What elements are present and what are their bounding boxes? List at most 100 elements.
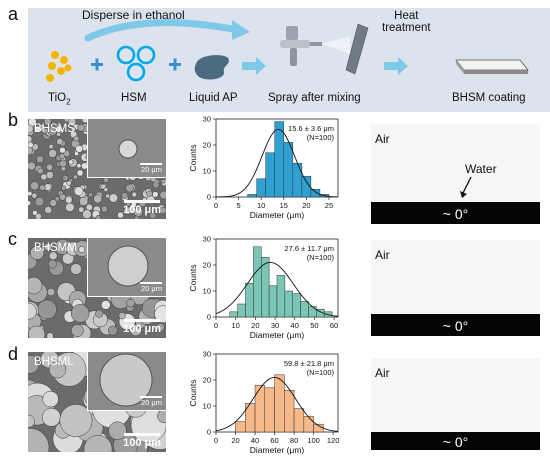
histogram-bar (284, 290, 293, 318)
histogram-bar (245, 403, 256, 433)
sem-particle (100, 183, 106, 190)
sem-particle (37, 167, 44, 175)
histogram-bar (245, 282, 254, 318)
y-axis-label: Counts (188, 145, 198, 172)
inset-scale-label: 20 μm (141, 284, 162, 293)
main-scale-bar (124, 200, 160, 203)
sem-particle (49, 199, 57, 207)
disperse-curved-arrow (84, 19, 242, 42)
sem-particle (108, 421, 127, 440)
histogram-bar (274, 121, 285, 198)
sem-inset: 20 μm (87, 119, 166, 178)
x-tick-label: 40 (291, 321, 299, 330)
sem-particle (37, 299, 57, 320)
sem-particle (95, 309, 104, 318)
sem-particle (105, 193, 110, 199)
sem-particle (56, 138, 64, 145)
water-label: Water (465, 162, 497, 176)
y-tick-label: 0 (207, 193, 211, 202)
sem-particle (70, 263, 82, 275)
sem-particle (95, 214, 102, 219)
sem-particle (59, 153, 65, 160)
contact-angle-label: ~ 0° (442, 434, 469, 450)
main-scale-label: 100 μm (123, 437, 161, 449)
sem-particle (28, 414, 35, 428)
air-label: Air (375, 248, 390, 262)
sem-particle (40, 173, 48, 181)
sem-particle (47, 259, 57, 269)
inset-scale-label: 20 μm (141, 398, 162, 407)
histogram-bar (235, 421, 246, 433)
y-tick-label: 10 (203, 287, 211, 296)
histogram-bar (264, 387, 275, 433)
contact-angle-label: ~ 0° (442, 318, 469, 334)
x-tick-label: 40 (251, 436, 259, 445)
histogram-bar (310, 188, 321, 198)
x-tick-label: 20 (251, 321, 259, 330)
histogram-bar (293, 408, 305, 433)
sem-particle (103, 177, 109, 183)
y-axis-label: Counts (188, 265, 198, 292)
sem-particle (62, 174, 69, 182)
sem-particle (36, 155, 44, 164)
y-tick-label: 20 (203, 376, 211, 385)
air-label: Air (375, 132, 390, 146)
inset-scale-bar (140, 282, 162, 284)
sem-particle (79, 196, 89, 206)
main-scale-label: 100 μm (123, 323, 161, 335)
y-axis-label: Counts (188, 380, 198, 407)
spray-gun-icon (280, 26, 350, 66)
sem-particle (134, 215, 140, 219)
sem-particle (100, 300, 111, 310)
sample-size-annotation: (N=100) (307, 253, 335, 262)
x-tick-label: 60 (330, 321, 338, 330)
sem-particle (76, 163, 82, 169)
sem-particle (126, 298, 135, 308)
sem-particle (28, 161, 36, 171)
y-tick-label: 30 (203, 350, 211, 359)
main-scale-bar (124, 433, 160, 436)
sample-size-annotation: (N=100) (307, 368, 335, 377)
substrate-plate-icon (345, 23, 369, 75)
stats-annotation: 15.6 ± 3.6 μm (288, 124, 334, 133)
air-label: Air (375, 366, 390, 380)
sem-particle (71, 324, 84, 337)
tio2-label: TiO2 (48, 92, 71, 107)
sem-particle (54, 196, 60, 202)
sem-particle (59, 404, 93, 437)
sem-particle (28, 141, 34, 149)
histogram-bar (247, 194, 257, 198)
y-tick-label: 30 (203, 115, 211, 124)
coating-substrate (371, 314, 540, 336)
x-tick-label: 10 (257, 201, 265, 210)
sem-particle (78, 206, 85, 213)
contact-angle-label: ~ 0° (442, 206, 469, 222)
x-tick-label: 30 (271, 321, 279, 330)
sem-particle (146, 190, 153, 197)
sem-particle (46, 163, 54, 171)
hsm-label: HSM (121, 92, 147, 104)
histogram-bar (276, 275, 286, 318)
inset-scale-bar (140, 163, 162, 165)
disperse-arrow-head (232, 20, 250, 40)
histogram-bar (274, 374, 285, 433)
sem-particle (100, 205, 108, 213)
sample-size-annotation: (N=100) (307, 133, 335, 142)
histogram-bar (237, 303, 246, 318)
arrow-to-spray (242, 57, 266, 75)
sem-image-bhsms: BHSMS 20 μm 100 μm (28, 119, 166, 219)
x-tick-label: 10 (232, 321, 240, 330)
stats-annotation: 27.6 ± 11.7 μm (284, 244, 334, 253)
liquid-ap-label: Liquid AP (189, 92, 238, 104)
sem-particle (28, 191, 33, 197)
sem-particle (43, 119, 52, 126)
sem-particle (30, 245, 45, 260)
sem-particle (77, 123, 85, 132)
sem-particle (48, 361, 67, 379)
sem-particle (108, 193, 119, 203)
sem-particle (61, 185, 67, 191)
sem-inset: 20 μm (87, 238, 166, 297)
histogram-bar (265, 152, 275, 198)
